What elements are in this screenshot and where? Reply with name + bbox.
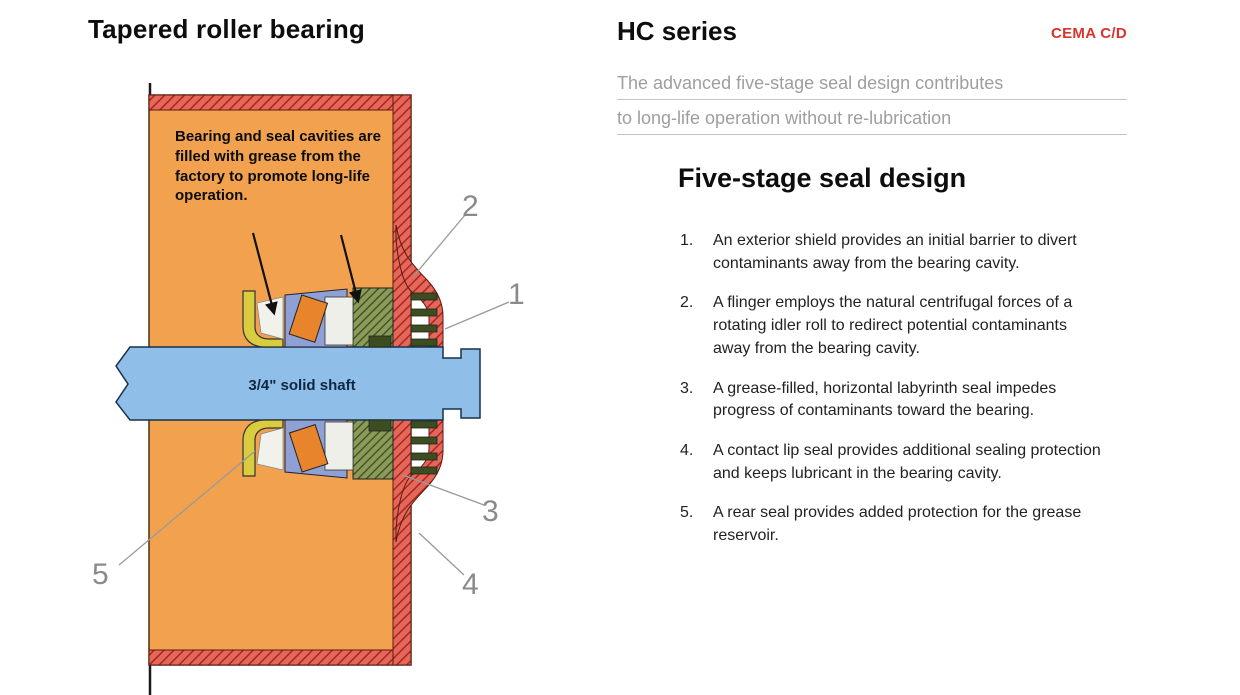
tapered-roller-bearing-upper bbox=[284, 288, 392, 348]
diagram-title: Tapered roller bearing bbox=[88, 14, 365, 44]
callout-2: 2 bbox=[462, 190, 479, 223]
callout-3: 3 bbox=[482, 495, 499, 528]
annotation-arrows bbox=[251, 232, 362, 316]
list-item-text: A rear seal provides added protection fo… bbox=[713, 504, 1082, 545]
section-title: Five-stage seal design bbox=[678, 163, 967, 193]
list-item-number: 4. bbox=[680, 442, 694, 460]
callout-leader-lines bbox=[118, 214, 510, 576]
list-item-number: 1. bbox=[680, 232, 694, 249]
text-column: HC series CEMA C/D The advanced five-sta… bbox=[617, 16, 1127, 565]
list-item-number: 5. bbox=[680, 504, 694, 522]
subtitle-line-1: The advanced five-stage seal design cont… bbox=[617, 73, 1127, 100]
cema-rating-badge: CEMA C/D bbox=[1050, 25, 1127, 42]
solid-shaft bbox=[115, 346, 481, 421]
callout-5: 5 bbox=[92, 558, 109, 591]
list-item-text: A grease-filled, horizontal labyrinth se… bbox=[713, 379, 1057, 420]
list-item-number: 3. bbox=[680, 379, 694, 397]
seal-stage-list: 1. An exterior shield provides an initia… bbox=[680, 230, 1127, 548]
list-item-text: A flinger employs the natural centrifuga… bbox=[713, 294, 1073, 357]
list-item: 5. A rear seal provides added protection… bbox=[680, 502, 1127, 547]
series-header: HC series CEMA C/D bbox=[617, 16, 1127, 47]
series-title: HC series bbox=[617, 16, 737, 46]
list-item: 4. A contact lip seal provides additiona… bbox=[680, 440, 1127, 485]
list-item-text: A contact lip seal provides additional s… bbox=[713, 442, 1101, 482]
labyrinth-seal bbox=[352, 287, 438, 480]
list-item: 3. A grease-filled, horizontal labyrinth… bbox=[680, 378, 1127, 423]
bearing-cross-section-illustration bbox=[115, 83, 510, 695]
list-item: 1. An exterior shield provides an initia… bbox=[680, 230, 1127, 275]
bearing-diagram: Bearing and seal cavities are filled wit… bbox=[85, 55, 565, 695]
callout-1: 1 bbox=[508, 278, 525, 311]
callout-4: 4 bbox=[462, 568, 479, 601]
subtitle: The advanced five-stage seal design cont… bbox=[617, 73, 1127, 135]
list-item-number: 2. bbox=[680, 294, 694, 312]
subtitle-line-2: to long-life operation without re-lubric… bbox=[617, 108, 1127, 135]
tapered-roller-bearing-lower bbox=[284, 419, 392, 479]
grease-annotation: Bearing and seal cavities are filled wit… bbox=[175, 128, 381, 205]
list-item-text: An exterior shield provides an initial b… bbox=[713, 232, 1077, 272]
list-item: 2. A flinger employs the natural centrif… bbox=[680, 292, 1127, 360]
shaft-label: 3/4" solid shaft bbox=[248, 377, 356, 394]
